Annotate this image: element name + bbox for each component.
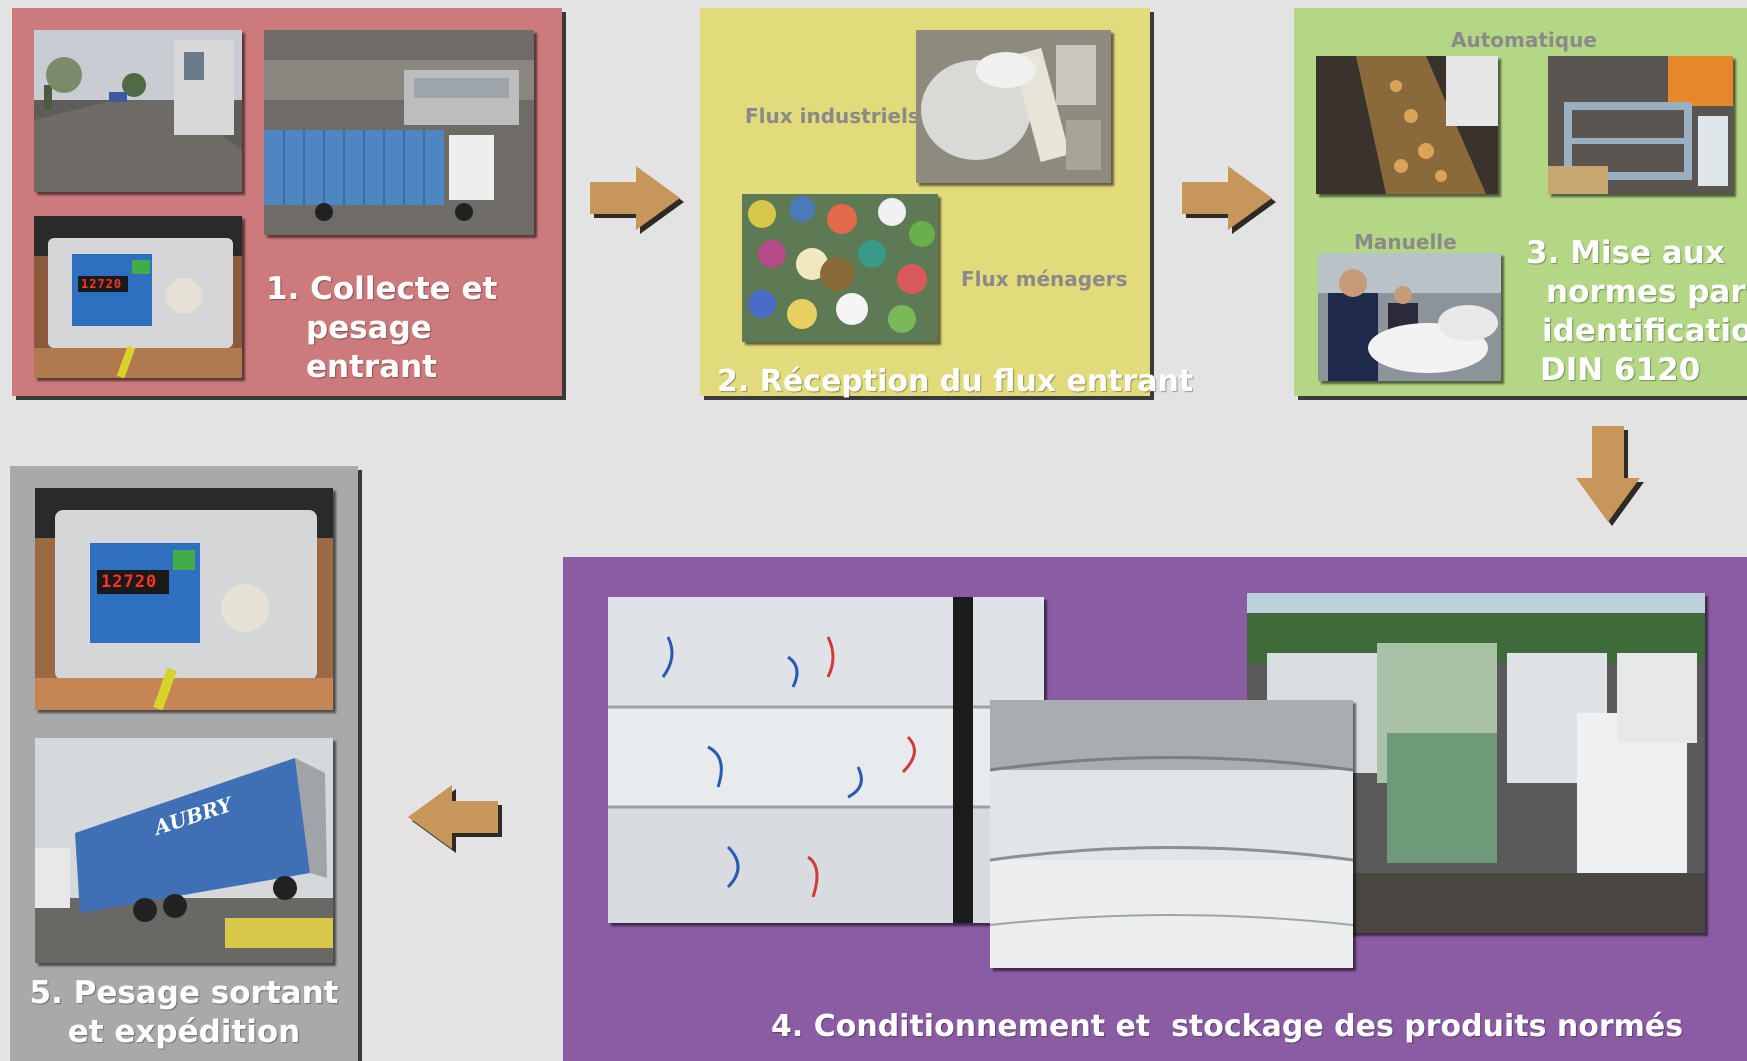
step-3-caption-line2: normes par: [1546, 274, 1746, 310]
household-waste-photo: [742, 194, 938, 342]
automatic-sorting-machine-photo: [1548, 56, 1733, 194]
scale-reading: 12720: [81, 277, 123, 291]
step-5-caption-line1: 5. Pesage sortant: [29, 975, 339, 1011]
step-5-caption: 5. Pesage sortant et expédition: [10, 974, 358, 1052]
automatic-sorting-conveyor-photo: [1316, 56, 1498, 194]
step-1-collecte-panel: 12720 1. Collecte et pesage entrant: [12, 8, 562, 396]
industrial-waste-photo: [916, 30, 1111, 183]
weighbridge-scale-photo: 12720: [34, 216, 242, 378]
scale-reading: 12720: [101, 572, 158, 592]
step-3-caption-line3: identification: [1542, 313, 1747, 349]
arrow-right-icon: [590, 166, 684, 234]
step-1-caption-line1: 1. Collecte et: [266, 271, 498, 307]
step-2-caption: 2. Réception du flux entrant: [717, 364, 1194, 399]
step-2-reception-panel: Flux industriels Flux ménagers 2. Réce: [700, 8, 1193, 399]
plastic-bales-closeup-photo: [608, 597, 1044, 923]
flux-industriels-label: Flux industriels: [745, 104, 920, 128]
arrow-down-icon: [1576, 426, 1644, 526]
manual-sorting-photo: [1318, 253, 1501, 381]
outbound-truck-photo: AUBRY: [35, 738, 333, 963]
step-4-conditionnement-panel: 4. Conditionnement et stockage des produ…: [563, 557, 1747, 1061]
arrow-left-icon: [408, 785, 502, 853]
collection-truck-photo: [264, 30, 534, 235]
step-3-normes-panel: Automatique Manuelle: [1294, 8, 1747, 396]
step-4-caption: 4. Conditionnement et stockage des produ…: [771, 1009, 1684, 1044]
step-3-caption-line1: 3. Mise aux: [1526, 235, 1725, 271]
step-3-caption: 3. Mise aux normes par identification DI…: [1514, 234, 1747, 390]
step-1-caption: 1. Collecte et pesage entrant: [266, 270, 562, 387]
automatique-label: Automatique: [1451, 28, 1597, 52]
step-3-caption-line4: DIN 6120: [1540, 352, 1701, 388]
film-bales-stack-photo: [990, 700, 1353, 968]
flux-menagers-label: Flux ménagers: [961, 267, 1128, 291]
manuelle-label: Manuelle: [1354, 230, 1457, 254]
step-1-caption-line2: pesage entrant: [306, 310, 438, 385]
arrow-right-icon: [1182, 166, 1276, 234]
step-5-pesage-sortant-panel: 12720 AUBRY 5. Pesage sortant et expédit…: [10, 466, 358, 1061]
outbound-scale-photo: 12720: [35, 488, 333, 710]
step-5-caption-line2: et expédition: [67, 1014, 301, 1050]
collection-yard-photo: [34, 30, 242, 192]
